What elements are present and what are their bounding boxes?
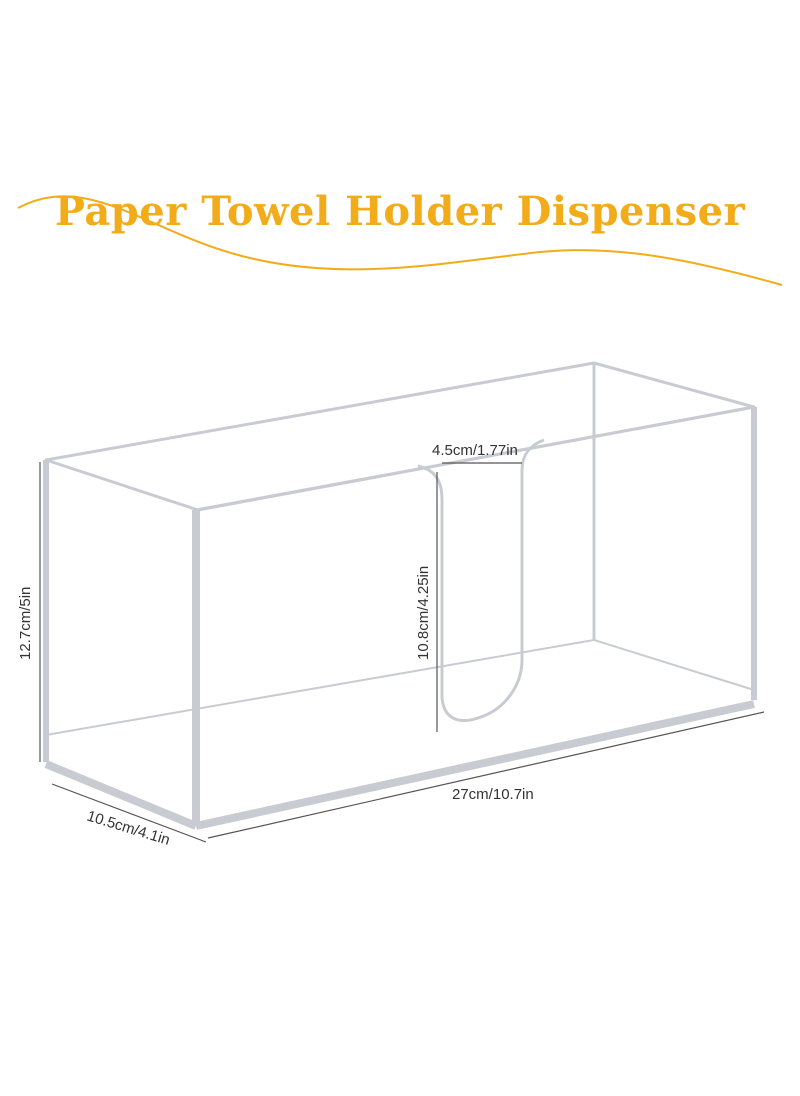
acrylic-box [43,361,757,830]
bottom-front-edge [195,700,755,830]
top-front-rim [195,405,755,512]
length-label: 27cm/10.7in [452,786,534,803]
bottom-left-edge [44,760,198,830]
decorative-wave [17,195,783,286]
inner-bottom-right-line [593,639,755,691]
depth-dimension-line [51,783,207,843]
dimension-lines [39,462,765,843]
u-slot [417,438,545,722]
back-panel [44,361,756,512]
inner-bottom-back-line [45,639,595,736]
length-dimension-line [207,711,765,839]
height-label: 12.7cm/5in [17,587,34,660]
slot-width-label: 4.5cm/1.77in [432,442,518,459]
slot-height-label: 10.8cm/4.25in [415,566,432,660]
product-title: Paper Towel Holder Dispenser [54,188,746,235]
